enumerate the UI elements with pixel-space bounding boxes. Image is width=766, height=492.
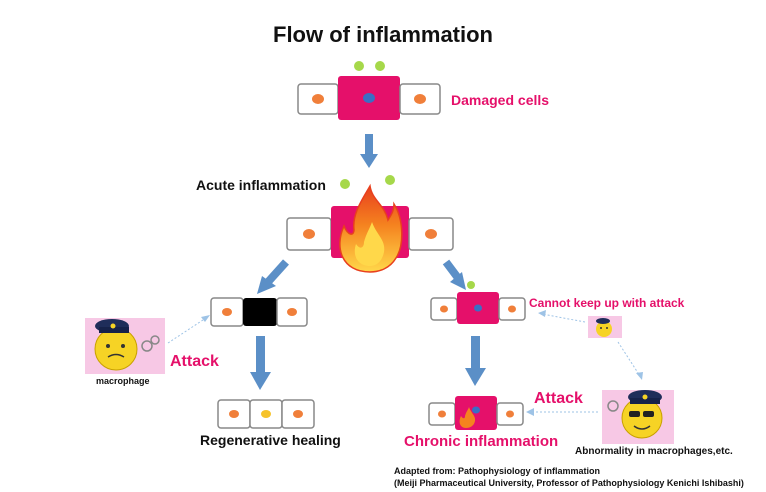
damaged-cell-nucleus <box>472 406 480 414</box>
attack-arrowhead <box>201 315 210 322</box>
macrophage-right-icon <box>602 390 674 444</box>
inflammatory-signal-bubble <box>354 61 364 71</box>
cannot-keep-up-label: Cannot keep up with attack <box>529 296 685 310</box>
cell-nucleus <box>287 308 297 316</box>
small-fire-icon <box>459 407 476 428</box>
chronic-inflammation-label: Chronic inflammation <box>404 433 559 450</box>
cell-nucleus <box>414 94 426 104</box>
macrophage-left-icon <box>85 318 165 374</box>
arrow-to-chronic <box>465 336 486 386</box>
attack-arrowhead <box>526 408 534 416</box>
inflammatory-signal-bubble <box>467 281 475 289</box>
inflammatory-signal-bubble <box>340 179 350 189</box>
damaged-cell-nucleus <box>474 304 482 312</box>
chronic-cells-group <box>428 396 524 430</box>
arrow-to-chronic-branch <box>442 259 466 290</box>
cell-nucleus <box>440 305 448 313</box>
fire-core <box>354 222 385 266</box>
damaged-cells-group <box>297 61 441 120</box>
attack-path-small <box>541 313 586 323</box>
inflammatory-signal-bubble <box>375 61 385 71</box>
regenerated-nucleus <box>261 410 271 418</box>
damaged-cells-label: Damaged cells <box>451 92 550 108</box>
macrophage-label: macrophage <box>96 376 150 386</box>
source-line-1: Adapted from: Pathophysiology of inflamm… <box>394 466 601 476</box>
abnormality-label: Abnormality in macrophages,etc. <box>575 446 733 457</box>
macrophage-small-icon <box>588 316 622 338</box>
diagram-title: Flow of inflammation <box>273 22 493 47</box>
escalation-arrowhead <box>636 372 643 380</box>
source-line-2: (Meiji Pharmaceutical University, Profes… <box>394 478 744 488</box>
cell-nucleus <box>506 410 514 418</box>
cell-nucleus <box>293 410 303 418</box>
arrow-to-regenerative <box>257 259 289 294</box>
acute-inflammation-label: Acute inflammation <box>196 177 326 193</box>
overwhelmed-cells-group <box>430 281 526 324</box>
arrow-to-healing <box>250 336 271 390</box>
attack-label-right: Attack <box>534 390 583 407</box>
escalation-path <box>617 341 641 377</box>
cell-nucleus <box>303 229 315 239</box>
arrow-to-acute <box>360 134 378 168</box>
regenerative-healing-label: Regenerative healing <box>200 432 341 448</box>
healed-cells-group <box>217 399 315 429</box>
cell-nucleus <box>222 308 232 316</box>
attack-label-left: Attack <box>170 353 219 370</box>
attack-arrowhead <box>538 310 546 317</box>
cell-nucleus <box>312 94 324 104</box>
dead-cell <box>243 298 277 326</box>
attack-path-left <box>167 317 207 344</box>
acute-inflammation-group <box>286 175 454 273</box>
cell-nucleus <box>438 410 446 418</box>
cell-nucleus <box>425 229 437 239</box>
dead-cell-group <box>210 297 308 327</box>
cell-nucleus <box>508 305 516 313</box>
cell-nucleus <box>229 410 239 418</box>
inflammatory-signal-bubble <box>385 175 395 185</box>
damaged-cell-nucleus <box>363 93 375 103</box>
